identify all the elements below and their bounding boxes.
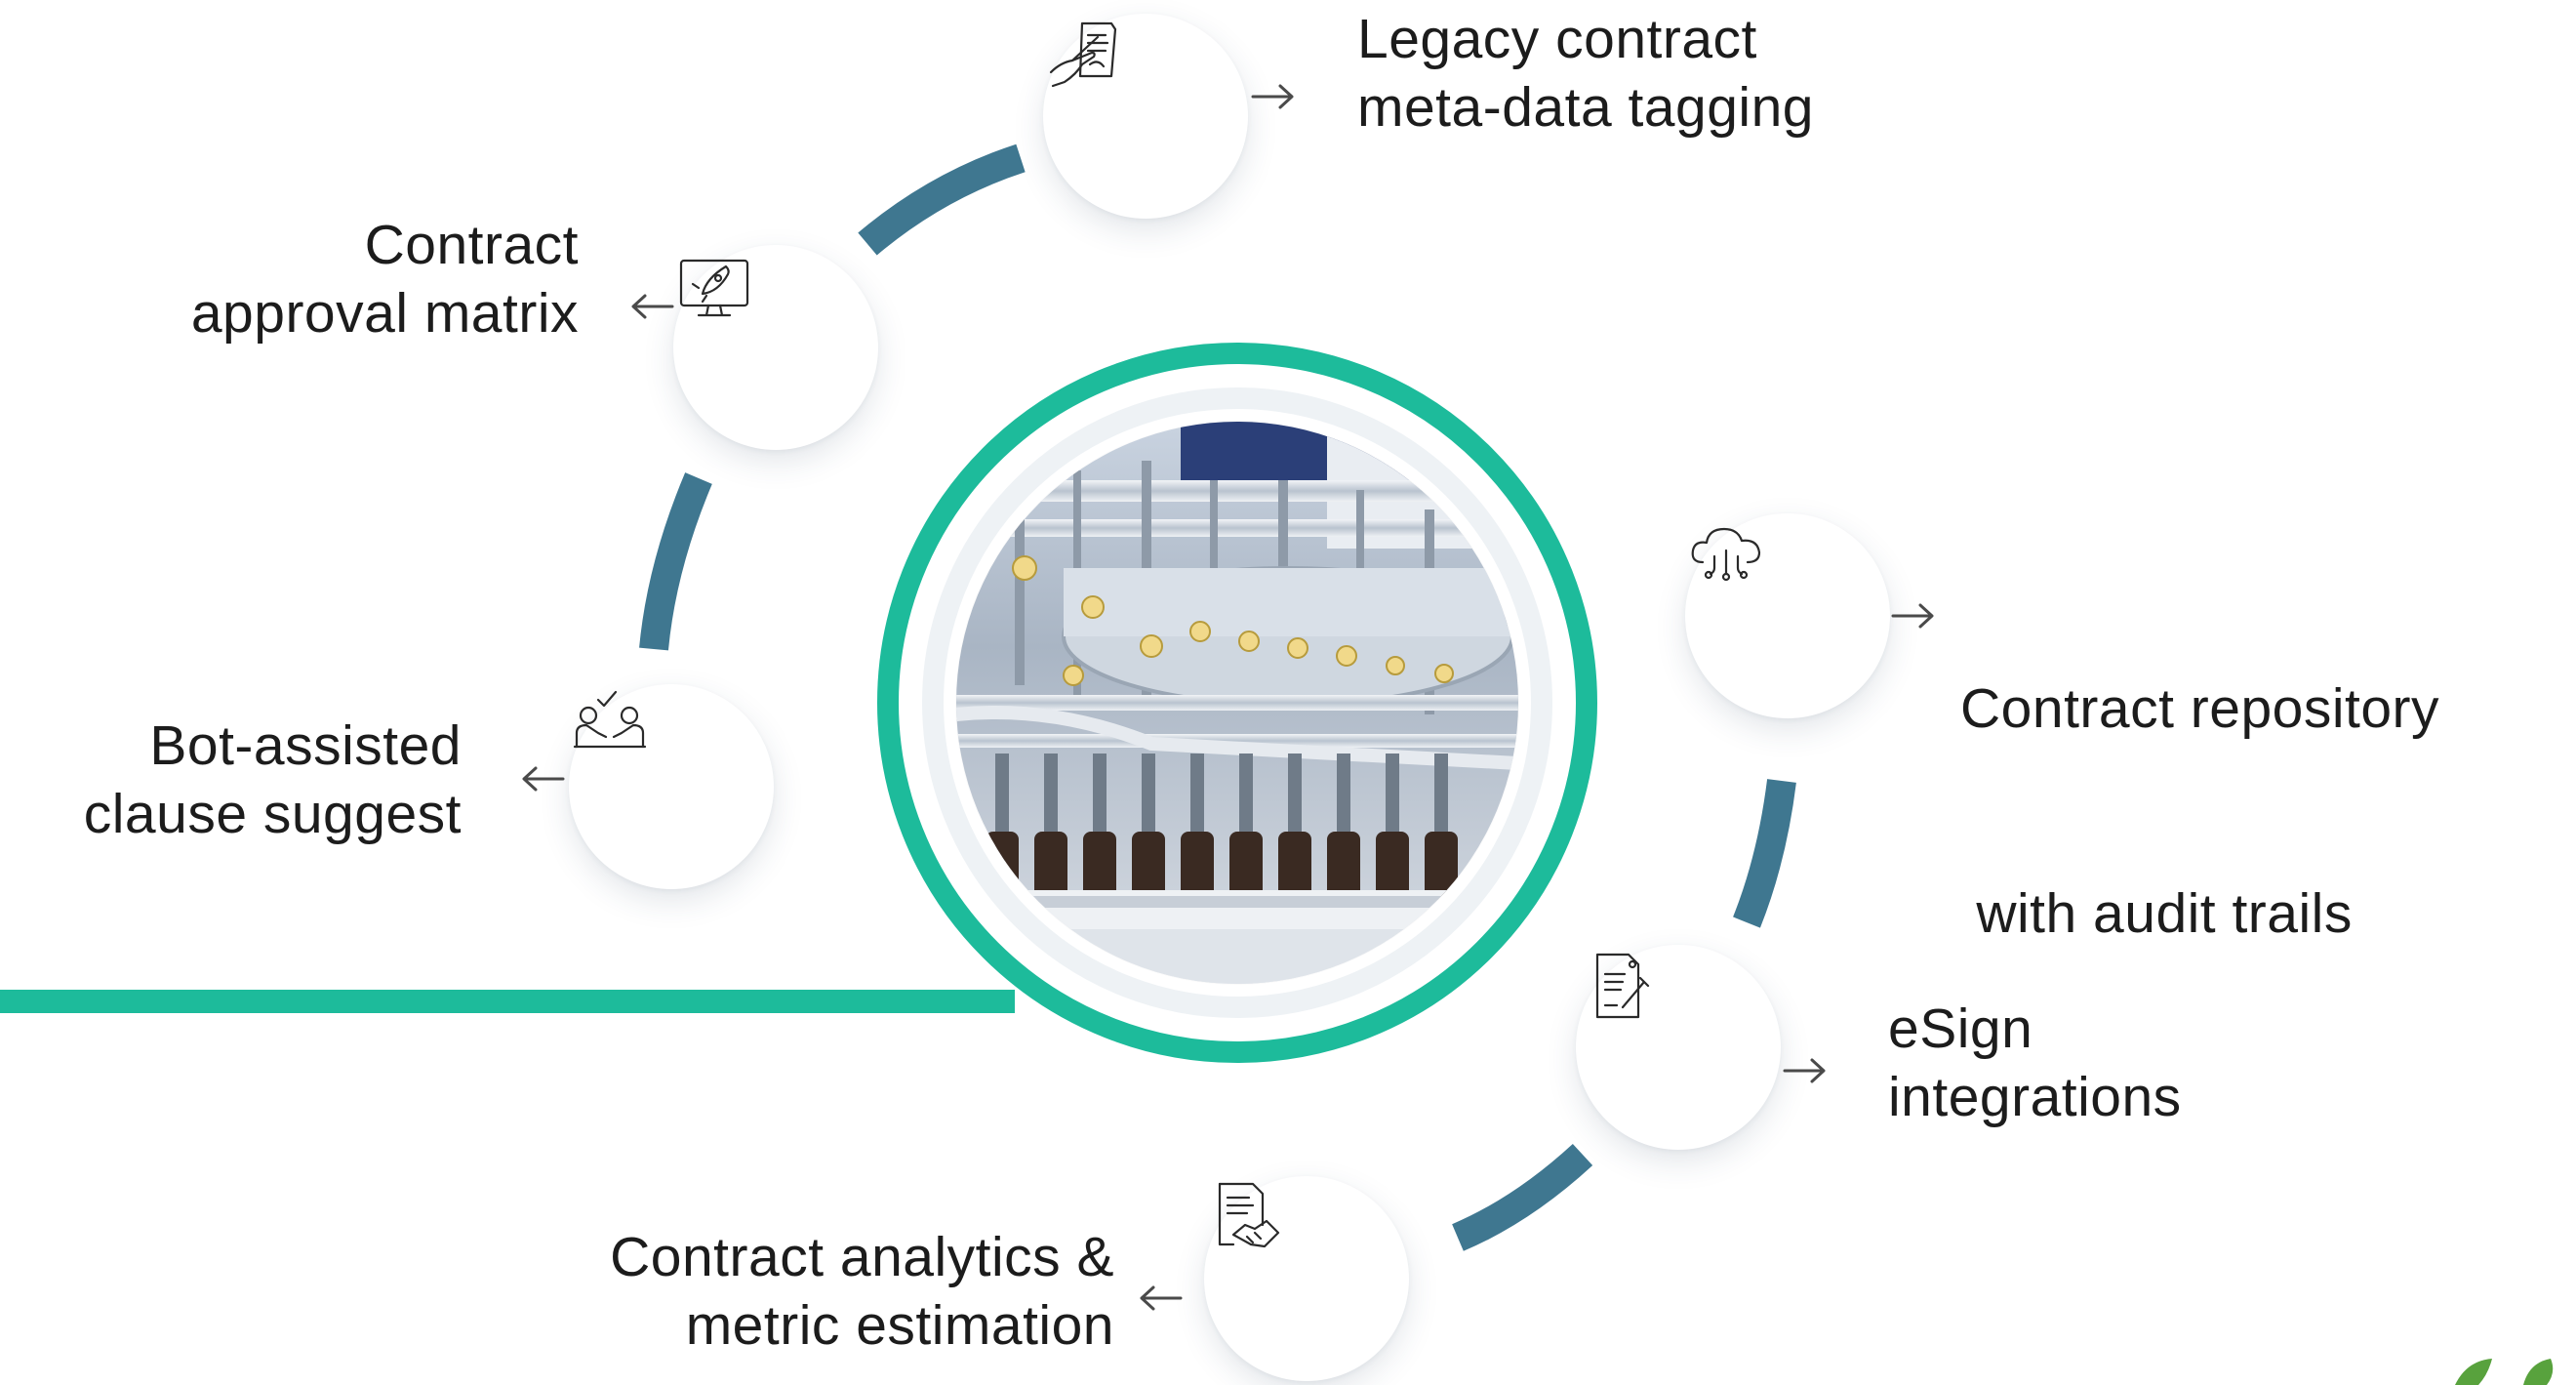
label-contract-analytics: Contract analytics & metric estimation — [610, 1223, 1114, 1360]
arc-legacy-to-approval — [858, 143, 1026, 256]
label-bot-assisted: Bot-assisted clause suggest — [84, 712, 462, 848]
label-line: integrations — [1888, 1066, 2182, 1128]
arc-repository-to-esign — [1733, 779, 1796, 928]
arrow-right-icon — [1251, 84, 1294, 109]
meeting-people-check-icon — [573, 690, 647, 749]
label-line: Legacy contract — [1357, 8, 1757, 70]
arrow-legacy — [1249, 82, 1298, 111]
label-line: clause suggest — [83, 783, 462, 845]
label-line: meta-data tagging — [1357, 76, 1814, 139]
node-legacy-contract[interactable] — [1043, 14, 1248, 219]
hand-writing-document-icon — [1049, 21, 1117, 88]
label-legacy-contract: Legacy contract meta-data tagging — [1357, 5, 1814, 142]
label-line: metric estimation — [685, 1294, 1114, 1357]
arc-esign-to-analytics — [1452, 1143, 1593, 1251]
arrow-bot-assisted — [518, 764, 567, 794]
document-signature-icon — [1595, 953, 1650, 1019]
leaf-logo-icon — [2455, 1359, 2554, 1385]
document-handshake-icon — [1218, 1182, 1280, 1248]
node-esign[interactable] — [1576, 945, 1781, 1150]
label-approval-matrix: Contract approval matrix — [191, 211, 579, 347]
monitor-rocket-icon — [679, 259, 749, 317]
label-line: with audit trails — [1960, 882, 2353, 945]
arrow-left-icon — [631, 294, 674, 319]
label-contract-repository: Contract repository with audit trails — [1960, 538, 2439, 1084]
corner-logo — [2449, 1357, 2576, 1385]
node-approval-matrix[interactable] — [673, 245, 878, 450]
center-teal-ring — [877, 343, 1597, 1063]
center-photo — [956, 422, 1518, 984]
arrow-right-icon — [1783, 1058, 1826, 1083]
node-contract-analytics[interactable] — [1204, 1176, 1409, 1381]
arrow-left-icon — [522, 766, 565, 792]
arc-approval-to-bot — [639, 472, 712, 651]
arrow-right-icon — [1891, 603, 1934, 629]
node-bot-assisted[interactable] — [569, 684, 774, 889]
label-line: Contract — [364, 214, 579, 276]
arrow-left-icon — [1140, 1285, 1183, 1311]
label-line: Contract analytics & — [610, 1226, 1114, 1288]
arrow-esign — [1781, 1056, 1830, 1085]
cloud-network-icon — [1691, 527, 1761, 582]
bottling-machine-illustration — [956, 422, 1518, 984]
arrow-approval — [627, 292, 676, 321]
label-line: eSign — [1888, 998, 2033, 1060]
center-inner-glow — [922, 387, 1552, 1018]
label-line: Contract repository — [1960, 677, 2440, 740]
label-esign: eSign integrations — [1888, 995, 2182, 1131]
arrow-analytics — [1136, 1283, 1185, 1313]
label-line: Bot-assisted — [149, 714, 462, 777]
arrow-repository — [1889, 601, 1938, 631]
node-contract-repository[interactable] — [1685, 513, 1890, 718]
label-line: approval matrix — [190, 282, 579, 345]
